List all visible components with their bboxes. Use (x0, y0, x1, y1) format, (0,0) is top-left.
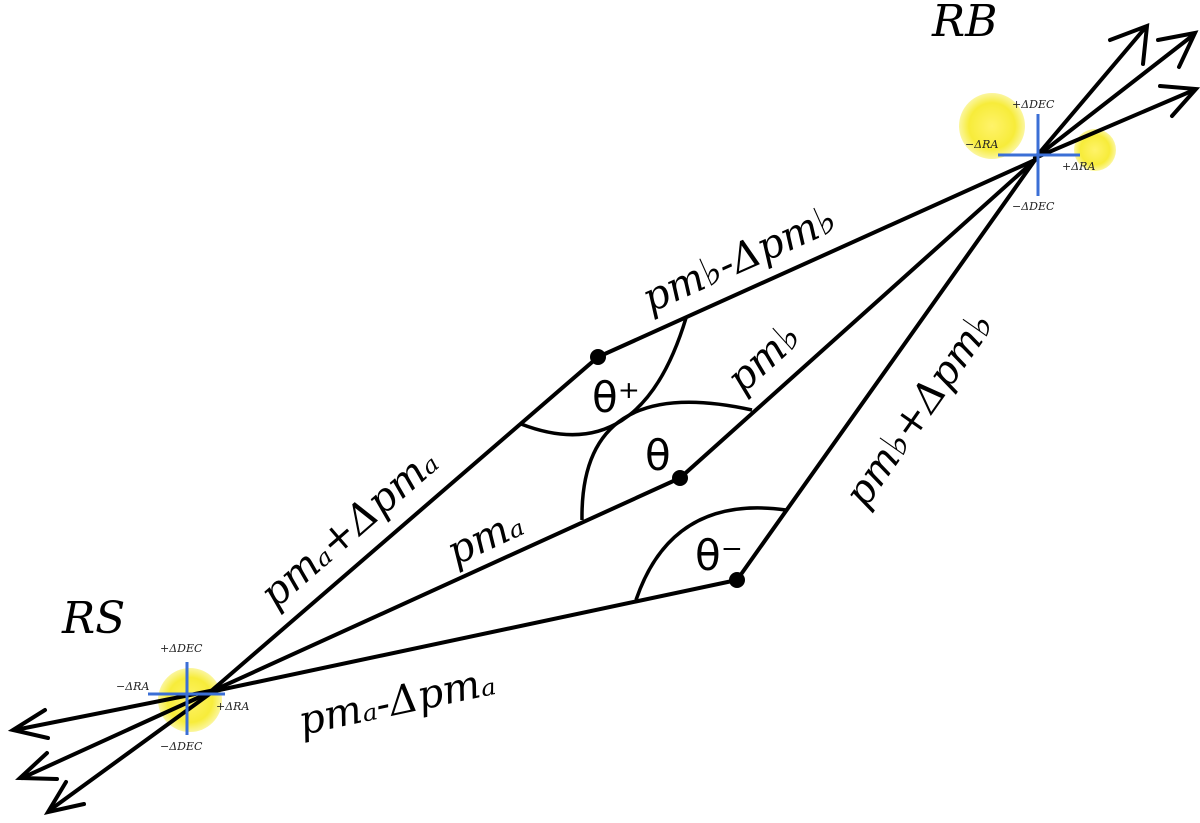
line-pmb-minus (596, 158, 1037, 359)
rb-arrows (1033, 22, 1200, 160)
motion-lines (208, 158, 1037, 694)
label-pmb-plus: pm♭+Δpm♭ (836, 303, 1004, 516)
angle-arcs (520, 317, 787, 601)
rs-minus-dec: −ΔDEC (160, 740, 203, 753)
rs-plus-dec: +ΔDEC (160, 642, 203, 655)
rb-cross (998, 114, 1080, 196)
label-theta-plus: θ⁺ (592, 373, 640, 422)
rb-plus-dec: +ΔDEC (1012, 98, 1055, 111)
arc-theta-minus (634, 506, 787, 601)
label-pma-plus: pmₐ+Δpmₐ (251, 439, 447, 618)
rb-star-large (959, 93, 1025, 159)
line-pma-minus (208, 578, 739, 694)
line-pmb-plus (735, 158, 1037, 582)
rs-label: RS (61, 593, 125, 644)
rs-cross (148, 662, 225, 735)
label-pma: pmₐ (440, 500, 531, 575)
rb-label: RB (931, 0, 997, 47)
rs-minus-ra: −ΔRA (116, 680, 149, 693)
line-pma (208, 476, 682, 694)
rb-minus-dec: −ΔDEC (1012, 200, 1055, 213)
vertex-dot (672, 470, 688, 486)
label-theta: θ (645, 431, 671, 480)
line-pma-plus (208, 355, 600, 694)
rb-star-small (1074, 129, 1116, 171)
label-pmb: pm♭ (718, 313, 810, 402)
vertex-plus-dot (590, 349, 606, 365)
label-pma-minus: pmₐ-Δpmₐ (295, 658, 500, 744)
vertex-minus-dot (729, 572, 745, 588)
arc-theta (580, 400, 753, 521)
rb-plus-ra: +ΔRA (1062, 160, 1095, 173)
label-theta-minus: θ⁻ (695, 531, 743, 580)
rb-minus-ra: −ΔRA (965, 138, 998, 151)
rs-plus-ra: +ΔRA (216, 700, 249, 713)
line-pmb (678, 158, 1037, 480)
